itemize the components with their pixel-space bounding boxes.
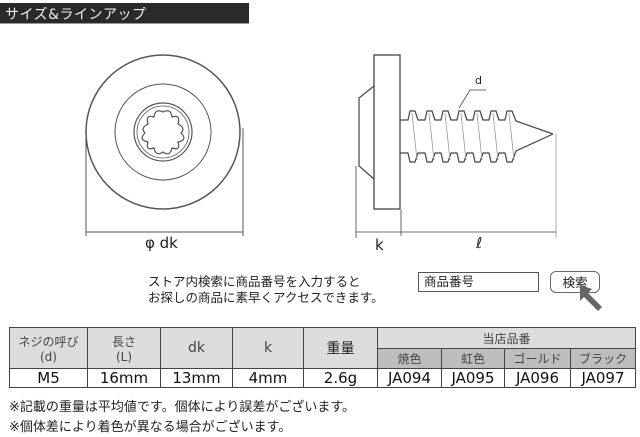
side-view-diagram	[355, 54, 557, 238]
cell-weight: 2.6g	[303, 368, 378, 388]
cell-item-no-niji: JA095	[441, 368, 505, 388]
note-color: ※個体差により着色が異なる場合がございます。	[9, 420, 292, 435]
search-instruction-line1: ストア内検索に商品番号を入力すると	[148, 274, 361, 289]
k-dimension-label: k	[375, 236, 384, 254]
cell-item-no-yakiiro: JA094	[377, 368, 442, 388]
dk-dimension-label: φ dk	[145, 234, 178, 252]
spec-table: ネジの呼び (d) 長さ (L) dk k 重量 当店品番 焼色 虹色 ゴールド…	[9, 327, 636, 388]
header-item-no-group: 当店品番	[377, 327, 636, 349]
header-k: k	[232, 327, 304, 369]
item-number-input[interactable]: 商品番号	[418, 272, 539, 292]
header-color-gold: ゴールド	[504, 348, 571, 369]
search-instruction-line2: お探しの商品に素早くアクセスできます。	[148, 290, 384, 305]
screw-dimension-diagram	[85, 54, 557, 238]
header-dk: dk	[160, 327, 233, 369]
l-dimension-label: ℓ	[476, 234, 483, 252]
header-thread: ネジの呼び (d)	[9, 327, 88, 369]
table-row: M5 16mm 13mm 4mm 2.6g JA094 JA095 JA096 …	[9, 368, 636, 388]
d-dimension-label: d	[475, 74, 482, 87]
section-title-bar: サイズ&ラインアップ	[0, 3, 249, 24]
cell-length: 16mm	[87, 368, 161, 388]
cell-item-no-black: JA097	[570, 368, 636, 388]
header-color-niji: 虹色	[441, 348, 505, 369]
cursor-arrow-icon	[580, 285, 602, 311]
cell-thread: M5	[9, 368, 88, 388]
header-weight: 重量	[303, 327, 378, 369]
header-color-black: ブラック	[570, 348, 636, 369]
cell-item-no-gold: JA096	[504, 368, 571, 388]
header-length: 長さ (L)	[87, 327, 161, 369]
cell-dk: 13mm	[160, 368, 233, 388]
front-view-diagram	[85, 54, 244, 236]
section-title: サイズ&ラインアップ	[5, 7, 147, 23]
header-color-yakiiro: 焼色	[377, 348, 442, 369]
note-weight: ※記載の重量は平均値です。個体により誤差がございます。	[9, 400, 356, 415]
cell-k: 4mm	[232, 368, 304, 388]
